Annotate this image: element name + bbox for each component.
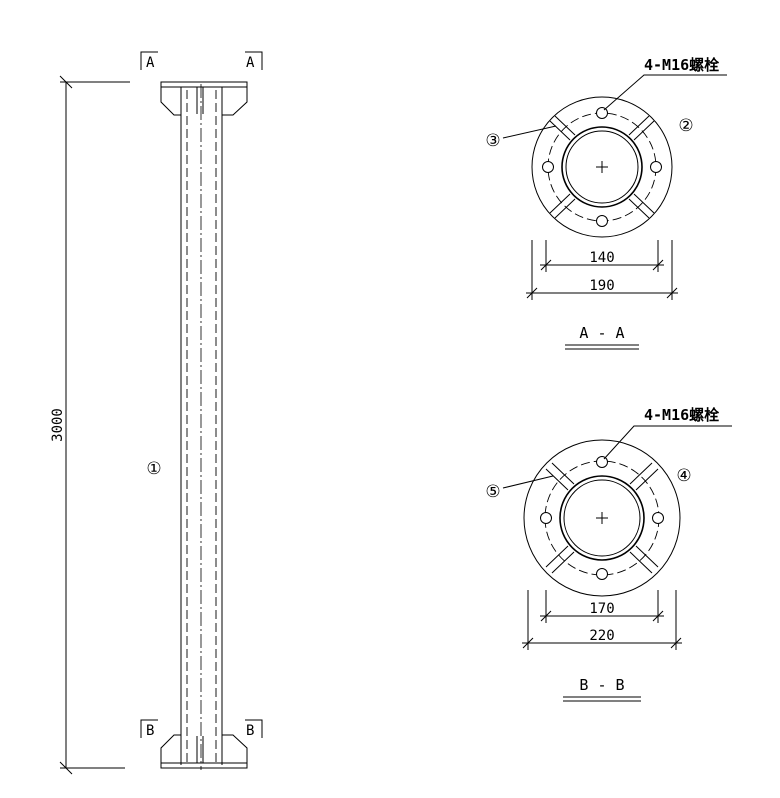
bb-dimensions: 170 220 bbox=[522, 590, 682, 650]
aa-title: A - A bbox=[579, 324, 624, 342]
top-rib-left bbox=[160, 86, 182, 116]
top-rib-right bbox=[221, 86, 248, 116]
section-aa: 4-M16螺栓 ③ ② 140 190 A - A bbox=[485, 56, 727, 350]
aa-dim-outer: 190 bbox=[589, 278, 614, 294]
section-marker-bottom-right: B bbox=[245, 719, 263, 739]
bb-ribs bbox=[545, 462, 659, 574]
bb-callout-left: ⑤ bbox=[485, 482, 500, 502]
aa-callout-left-leader bbox=[502, 125, 557, 139]
aa-bolt-hole-right bbox=[650, 161, 662, 173]
svg-text:①: ① bbox=[146, 459, 161, 479]
aa-dimensions: 140 190 bbox=[526, 240, 678, 300]
bb-bolt-hole-left bbox=[540, 512, 552, 524]
aa-flange-outer bbox=[531, 96, 673, 238]
svg-text:A: A bbox=[146, 55, 155, 71]
bb-tube-outer bbox=[559, 475, 645, 561]
bottom-rib-right bbox=[221, 734, 248, 764]
aa-ribs bbox=[549, 115, 655, 219]
column-part-callout: ① bbox=[146, 459, 161, 479]
height-tick-bottom bbox=[59, 761, 73, 775]
bb-bolt-hole-right bbox=[652, 512, 664, 524]
aa-bolt-hole-left bbox=[542, 161, 554, 173]
svg-text:A: A bbox=[246, 55, 255, 71]
aa-tube-inner bbox=[565, 130, 639, 204]
bb-title: B - B bbox=[579, 676, 624, 694]
height-tick-top bbox=[59, 75, 73, 89]
bottom-rib-left bbox=[160, 734, 182, 764]
bb-bolt-hole-bottom bbox=[596, 568, 608, 580]
section-marker-top-left: A bbox=[140, 51, 158, 71]
svg-text:B: B bbox=[146, 723, 154, 739]
bb-callout-left-leader bbox=[502, 475, 554, 489]
section-bb: 4-M16螺栓 ⑤ ④ 170 220 B - B bbox=[485, 406, 732, 702]
bb-dim-outer: 220 bbox=[589, 628, 614, 644]
height-dim-text: 3000 bbox=[50, 408, 66, 442]
section-marker-bottom-left: B bbox=[140, 719, 158, 739]
bb-flange-outer bbox=[523, 439, 681, 597]
aa-dim-inner: 140 bbox=[589, 250, 614, 266]
aa-bolt-leader bbox=[603, 74, 727, 111]
bb-tube-inner bbox=[563, 479, 641, 557]
section-marker-top-right: A bbox=[245, 51, 263, 71]
aa-callout-left: ③ bbox=[485, 131, 500, 151]
column-elevation bbox=[160, 81, 248, 770]
bb-bolt-note: 4-M16螺栓 bbox=[644, 406, 719, 424]
svg-text:B: B bbox=[246, 723, 254, 739]
aa-callout-right: ② bbox=[678, 116, 693, 136]
bb-bolt-hole-top bbox=[596, 456, 608, 468]
bb-callout-right: ④ bbox=[676, 466, 691, 486]
aa-bolt-hole-bottom bbox=[596, 215, 608, 227]
top-base-plate bbox=[160, 81, 248, 88]
bottom-base-plate bbox=[160, 762, 248, 769]
height-dimension: 3000 bbox=[50, 75, 130, 775]
aa-tube-outer bbox=[561, 126, 643, 208]
bb-dim-inner: 170 bbox=[589, 601, 614, 617]
aa-bolt-hole-top bbox=[596, 107, 608, 119]
bb-bolt-leader bbox=[603, 425, 732, 460]
aa-bolt-note: 4-M16螺栓 bbox=[644, 56, 719, 74]
